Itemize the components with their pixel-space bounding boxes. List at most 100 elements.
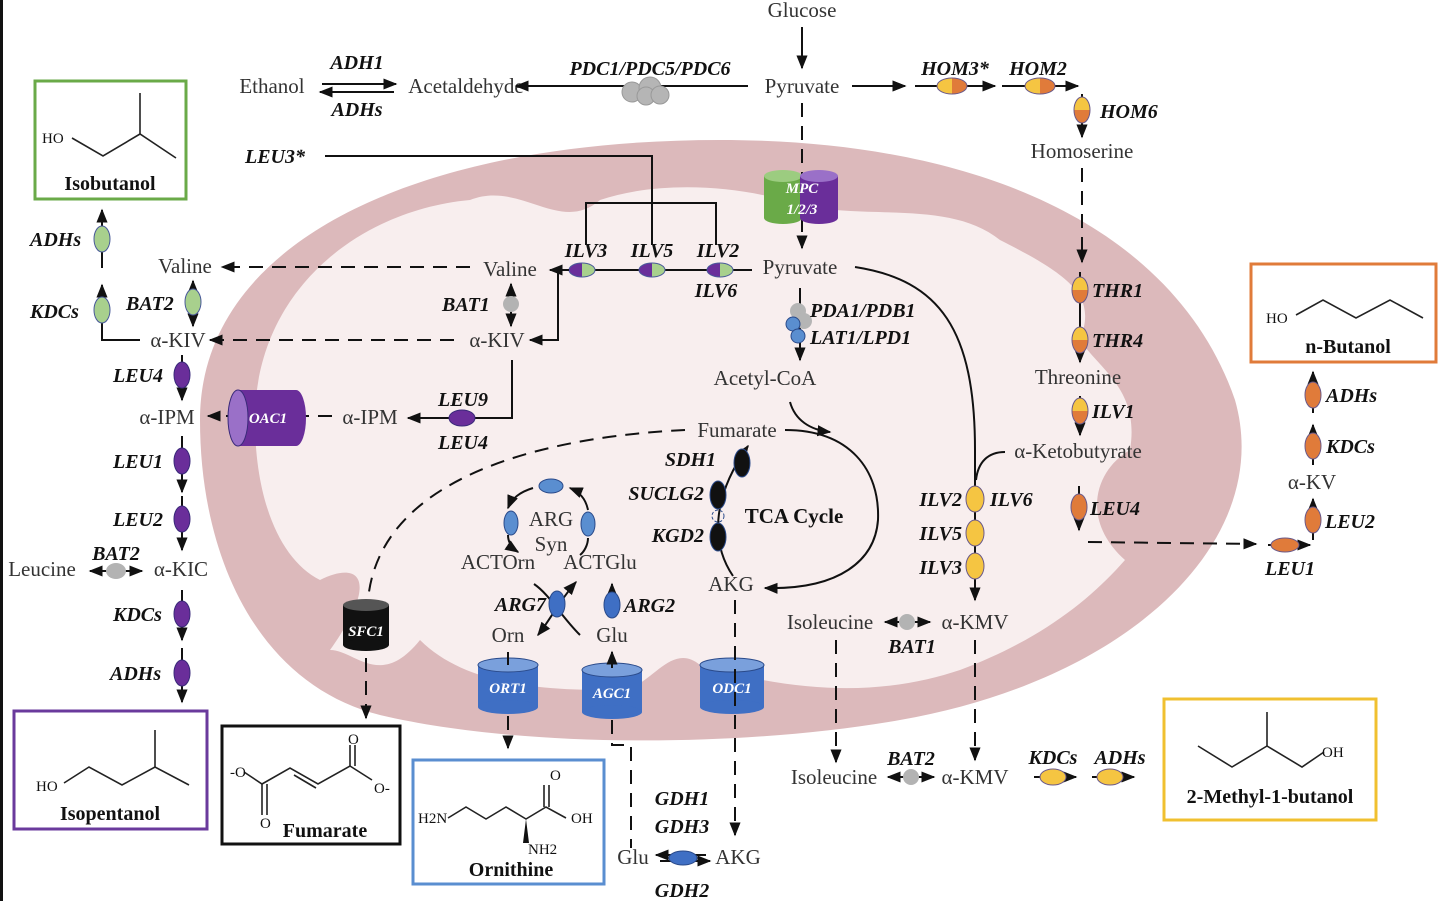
fumarate-o-bottom: O [260,816,271,832]
oac1-label: OAC1 [249,411,287,427]
isobutanol-ho: HO [42,131,64,147]
gene-bat2-val: BAT2 [125,293,174,315]
n-butanol-ho: HO [1266,311,1288,327]
enzyme-adhs-iso-icon [93,225,111,253]
enzyme-suclg2-icon [709,480,727,510]
mpc-label-2: 1/2/3 [787,202,818,218]
gene-leu4-right: LEU4 [1089,498,1140,520]
sfc1-label: SFC1 [348,624,384,640]
gene-leu1-right: LEU1 [1264,558,1315,580]
gene-ilv2-b: ILV2 [918,489,962,511]
enzyme-ilv5-icon [638,262,666,278]
gene-leu3: LEU3* [244,146,306,168]
pdc-complex-icon [621,76,670,106]
isobutanol-label: Isobutanol [64,173,156,195]
ornithine-label: Ornithine [469,859,554,881]
enzyme-leu1-left-icon [173,447,191,475]
line-kiv-leu9 [476,360,513,419]
gene-adhs-iso: ADHs [28,229,81,251]
n-butanol-label: n-Butanol [1305,336,1391,358]
mitochondrion [200,140,1242,741]
gene-pda: PDA1/PDB1 [809,300,916,322]
arrow-ilv3-kiv [528,269,569,346]
glu-mito-label: Glu [596,623,628,647]
enzyme-argsyn-right-icon [580,511,596,537]
gene-arg7: ARG7 [493,594,547,616]
ketobutyrate-label: α-Ketobutyrate [1014,439,1142,463]
fumarate-mito-label: Fumarate [697,418,776,442]
gene-ilv6-b: ILV6 [989,489,1033,511]
gene-kdcs-mb: KDCs [1028,747,1078,769]
gene-ilv3: ILV3 [564,240,608,262]
leu3-regulation-line [325,155,653,245]
enzyme-thr4-icon [1071,326,1089,354]
gene-thr4: THR4 [1092,330,1143,352]
enzyme-bat2-leu-icon [106,563,126,579]
fumarate-o-top: O [348,732,359,748]
gene-bat2-ile: BAT2 [886,748,935,770]
methylbutanol-label: 2-Methyl-1-butanol [1187,786,1354,808]
gene-kgd2: KGD2 [651,525,704,547]
gene-hom3: HOM3* [920,58,990,80]
enzyme-ilv3-icon [568,262,596,278]
gene-thr1: THR1 [1092,280,1143,302]
enzyme-kdcs-ipt-icon [173,600,191,628]
isopentanol-ho: HO [36,779,58,795]
enzyme-bat2-val-icon [184,288,202,316]
enzyme-thr1-icon [1071,276,1089,304]
gene-ilv3-b: ILV3 [918,557,962,579]
gene-adhs-mb: ADHs [1092,747,1145,769]
ipm-mito-label: α-IPM [342,405,398,429]
ort1-label: ORT1 [489,681,527,697]
gene-gdh2: GDH2 [655,880,709,901]
enzyme-arg2-icon [603,591,621,619]
gene-suclg2: SUCLG2 [628,483,704,505]
arg-syn-arc-2 [568,487,589,511]
gene-leu2-right: LEU2 [1324,511,1375,533]
gene-kdcs-nb: KDCs [1325,436,1375,458]
akg-cyto-label: AKG [715,845,761,869]
left-edge-border [0,0,3,901]
product-box-ornithine: H2N OH O NH2 Ornithine [411,758,606,886]
mpc-transporter-icon [764,170,838,224]
enzyme-adhs-ipt-icon [173,659,191,687]
enzyme-ilv2-icon [706,262,734,278]
enzyme-ilv5-b-icon [965,519,985,547]
enzyme-leu9-icon [448,409,476,427]
gene-arg2: ARG2 [622,595,675,617]
arg-syn-label-1: ARG [529,507,573,531]
product-box-isopentanol: HO Isopentanol [12,709,209,831]
tca-linker-icon [711,509,725,523]
enzyme-leu4-a-icon [173,361,191,389]
acetylcoa-label: Acetyl-CoA [714,366,817,390]
methylbutanol-oh: OH [1322,745,1344,761]
gene-adh1: ADH1 [328,52,383,74]
gene-gdh3: GDH3 [655,816,709,838]
enzyme-leu2-left-icon [173,505,191,533]
enzyme-adhs-nb-icon [1304,381,1322,409]
valine-cyto-label: Valine [158,254,212,278]
enzyme-arg7-icon [548,590,566,618]
actglu-label: ACTGlu [563,550,637,574]
gene-ilv2: ILV2 [696,240,740,262]
mpc-label-1: MPC [785,181,820,197]
gene-adhs-nb: ADHs [1324,385,1377,407]
akg-tca-label: AKG [708,572,754,596]
gene-bat1-ile: BAT1 [887,636,936,658]
enzyme-ilv2-b-icon [965,485,985,513]
fumarate-product-label: Fumarate [283,820,368,842]
gene-kdcs-ipt: KDCs [112,604,162,626]
product-box-methylbutanol: OH 2-Methyl-1-butanol [1162,697,1378,822]
glucose-label: Glucose [768,0,837,22]
product-box-fumarate: -O O- O O Fumarate [220,724,402,846]
ornithine-h2n: H2N [418,811,447,827]
gene-ilv5-b: ILV5 [918,523,962,545]
enzyme-argsyn-top-icon [538,478,564,494]
enzyme-bat2-ile-icon [903,769,919,785]
line-glu-agc1 [611,720,632,848]
isoleucine-cyto-label: Isoleucine [791,765,877,789]
enzyme-ilv3-b-icon [965,552,985,580]
gene-leu9: LEU9 [437,389,488,411]
enzyme-bat1-icon [503,296,519,312]
